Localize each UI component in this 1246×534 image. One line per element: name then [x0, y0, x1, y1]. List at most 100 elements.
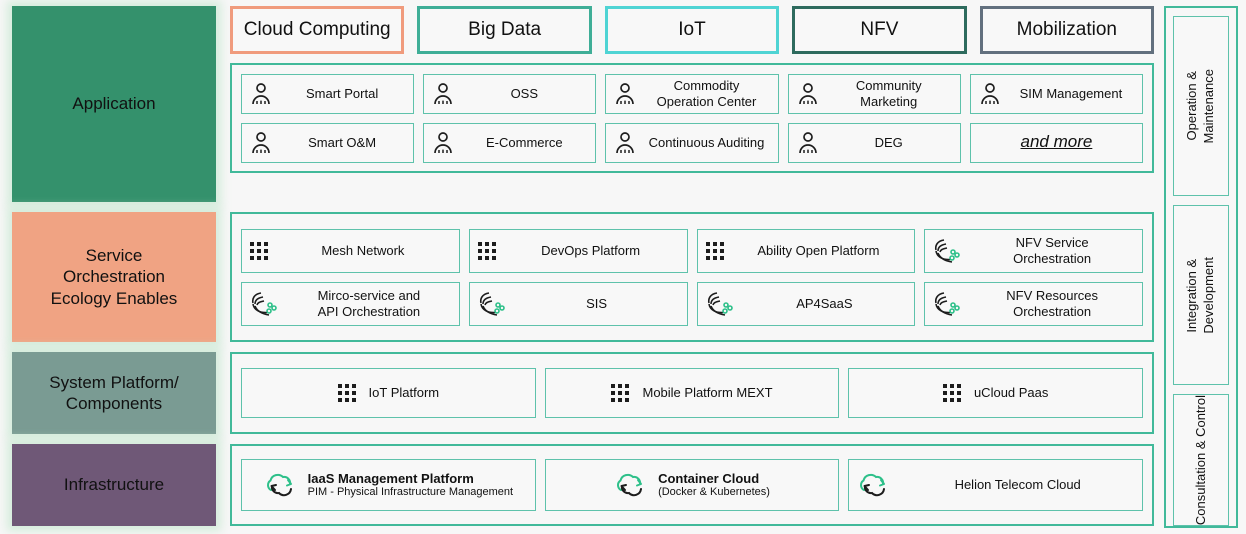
- service-item[interactable]: DevOps Platform: [468, 228, 688, 273]
- dot: [477, 241, 482, 246]
- dot: [719, 248, 724, 253]
- component-label: Mirco-service and API Orchestration: [317, 288, 421, 319]
- dot-grid-icon: [705, 241, 724, 260]
- application-item[interactable]: Smart Portal: [241, 73, 415, 114]
- service-item[interactable]: Ability Open Platform: [696, 228, 916, 273]
- dot: [949, 384, 954, 388]
- domain-tag-mobilization[interactable]: Mobilization: [979, 6, 1155, 54]
- sidebar-item-operation-maintenance[interactable]: Operation & Maintenance: [1173, 16, 1229, 196]
- domain-tag-label: Cloud Computing: [243, 19, 391, 40]
- dot: [344, 384, 349, 388]
- row-gap: [12, 434, 1154, 444]
- application-item[interactable]: SIM Management: [969, 73, 1144, 114]
- application-item[interactable]: Continuous Auditing: [605, 122, 779, 163]
- domain-tag-iot[interactable]: IoT: [604, 6, 780, 54]
- orchestration-icon: [250, 291, 280, 317]
- component-label: Continuous Auditing: [648, 134, 765, 150]
- dot: [611, 398, 616, 402]
- dot: [337, 398, 342, 402]
- dot-grid-icon: [942, 384, 961, 402]
- component-sublabel: PIM - Physical Infrastructure Management: [307, 486, 514, 499]
- domain-tag-big-data[interactable]: Big Data: [417, 6, 592, 54]
- domain-tag-label: IoT: [678, 19, 706, 40]
- dot-grid-icon: [337, 384, 356, 402]
- domain-tag-label: Big Data: [468, 19, 542, 40]
- sidebar-item-label: Consultation & Control: [1192, 395, 1208, 526]
- dot: [618, 391, 623, 395]
- component-label: E-Commerce: [486, 134, 563, 150]
- service-item[interactable]: AP4SaaS: [696, 281, 916, 326]
- row-gap: [12, 342, 1154, 352]
- dot: [712, 255, 717, 260]
- dot: [477, 255, 482, 260]
- service-item[interactable]: Mirco-service and API Orchestration: [241, 281, 460, 326]
- dot: [257, 248, 261, 253]
- application-item[interactable]: Commodity Operation Center: [605, 73, 779, 114]
- sidebar-item-consultation-control[interactable]: Consultation & Control: [1173, 394, 1229, 527]
- person-icon: [979, 82, 1001, 106]
- service-item[interactable]: NFV Resources Orchestration: [924, 281, 1143, 326]
- component-label: and more: [1020, 132, 1093, 152]
- dot: [351, 384, 356, 388]
- component-label: SIM Management: [1019, 85, 1123, 101]
- service-item[interactable]: Mesh Network: [241, 228, 460, 273]
- component-label: uCloud Paas: [973, 385, 1049, 401]
- person-icon: [250, 131, 272, 155]
- service-item[interactable]: SIS: [468, 281, 688, 326]
- dot: [719, 255, 724, 260]
- dot: [625, 391, 630, 395]
- dot: [618, 384, 623, 388]
- person-icon: [797, 131, 819, 155]
- system-items-panel: IoT Platform Mobile Platform MEXT uCloud P…: [230, 352, 1154, 434]
- infrastructure-item[interactable]: Helion Telecom Cloud: [848, 459, 1144, 511]
- component-label: NFV Resources Orchestration: [1006, 288, 1098, 319]
- application-items-panel: Smart Portal OSS Commodity Operation Cente…: [230, 63, 1154, 173]
- application-item[interactable]: OSS: [423, 73, 597, 114]
- component-label: Ability Open Platform: [757, 242, 880, 258]
- person-icon: [432, 131, 454, 155]
- system-item[interactable]: uCloud Paas: [848, 368, 1144, 418]
- domain-tag-cloud-computing[interactable]: Cloud Computing: [230, 6, 405, 54]
- system-item[interactable]: Mobile Platform MEXT: [544, 368, 840, 418]
- component-label: OSS: [510, 85, 539, 101]
- dot: [705, 241, 710, 246]
- dot-grid-icon: [611, 384, 630, 402]
- application-item[interactable]: Community Marketing: [787, 73, 961, 114]
- application-item[interactable]: E-Commerce: [423, 122, 597, 163]
- infrastructure-item[interactable]: Container Cloud(Docker & Kubernetes): [544, 459, 840, 511]
- sidebar-item-integration-development[interactable]: Integration & Development: [1173, 205, 1229, 385]
- system-item[interactable]: IoT Platform: [241, 368, 536, 418]
- domain-tag-nfv[interactable]: NFV: [792, 6, 967, 54]
- component-label: DEG: [874, 134, 903, 150]
- dot-grid-icon: [477, 241, 496, 260]
- row-gap: [12, 202, 1154, 212]
- dot: [949, 398, 954, 402]
- dot: [351, 398, 356, 402]
- component-label: Mesh Network: [321, 242, 405, 258]
- dot: [257, 241, 261, 246]
- sidebar-item-label: Operation & Maintenance: [1184, 68, 1216, 144]
- system-layer-row: System Platform/ Components IoT Platform…: [12, 352, 1154, 434]
- dot: [337, 391, 342, 395]
- dot: [618, 398, 623, 402]
- dot: [942, 398, 947, 402]
- dot: [250, 255, 254, 260]
- component-label: NFV Service Orchestration: [1013, 235, 1092, 266]
- application-item[interactable]: and more: [969, 122, 1144, 163]
- application-item[interactable]: Smart O&M: [241, 122, 415, 163]
- application-item[interactable]: DEG: [787, 122, 961, 163]
- dot: [705, 248, 710, 253]
- dot: [264, 241, 268, 246]
- dot: [956, 384, 961, 388]
- component-label: IoT Platform: [368, 385, 440, 401]
- service-item[interactable]: NFV Service Orchestration: [924, 228, 1143, 273]
- application-row-1: Smart Portal OSS Commodity Operation Cente…: [241, 73, 1144, 114]
- person-icon: [614, 82, 636, 106]
